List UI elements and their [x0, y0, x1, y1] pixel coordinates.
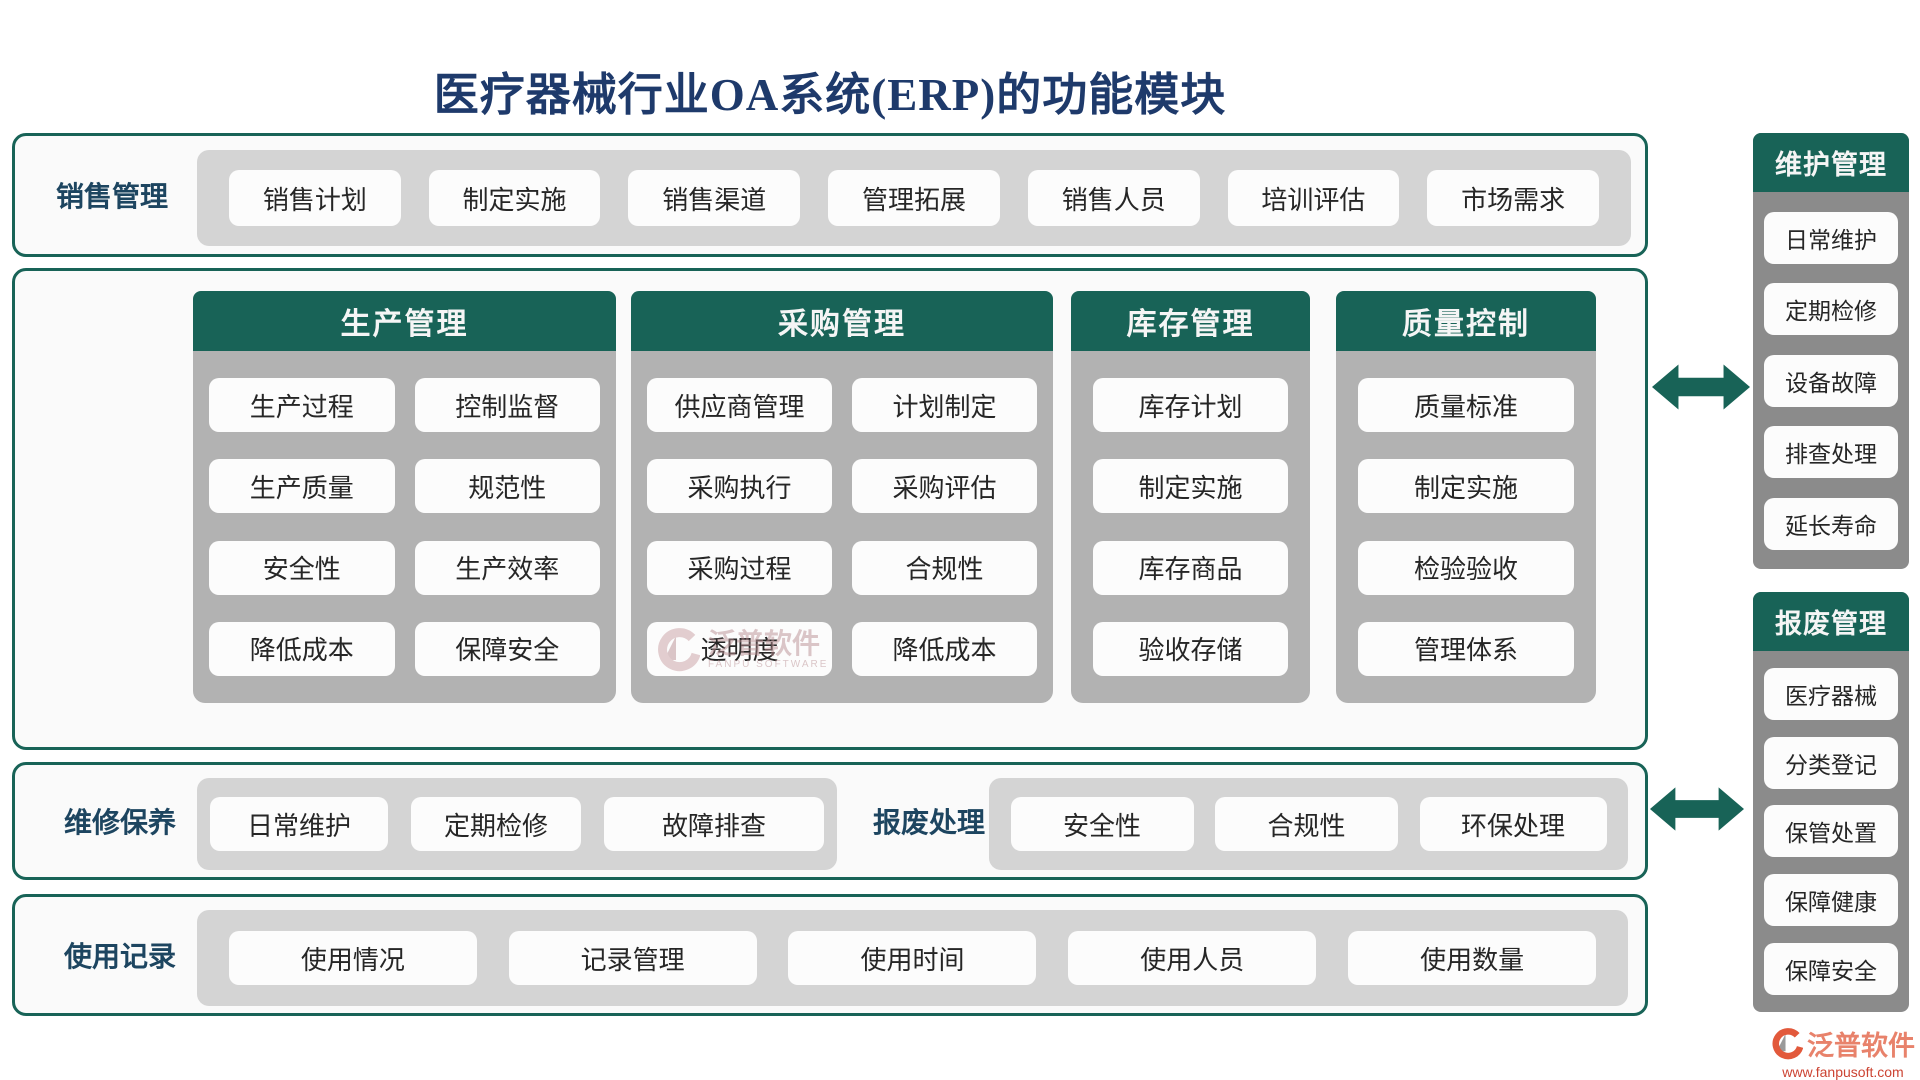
sidebar-scrap-panel: 报废管理 医疗器械 分类登记 保管处置 保障健康 保障安全: [1753, 592, 1909, 1012]
sidebar-maintenance-panel: 维护管理 日常维护 定期检修 设备故障 排查处理 延长寿命: [1753, 133, 1909, 569]
sales-item[interactable]: 销售人员: [1027, 170, 1200, 226]
sidebar-maintenance-items: 日常维护 定期检修 设备故障 排查处理 延长寿命: [1753, 192, 1909, 569]
sidebar-maintenance-item[interactable]: 排查处理: [1764, 426, 1898, 478]
scrap-item[interactable]: 安全性: [1010, 797, 1194, 851]
inventory-items: 库存计划 制定实施 库存商品 验收存储: [1071, 351, 1310, 703]
usage-section: 使用记录 使用情况 记录管理 使用时间 使用人员 使用数量: [12, 894, 1648, 1016]
quality-items: 质量标准 制定实施 检验验收 管理体系: [1336, 351, 1596, 703]
production-item[interactable]: 生产效率: [414, 540, 600, 595]
double-arrow-icon: [1652, 358, 1750, 416]
sales-item[interactable]: 市场需求: [1427, 170, 1599, 226]
double-arrow-icon: [1650, 782, 1744, 836]
maintenance-items-container: 日常维护 定期检修 故障排查: [197, 778, 837, 870]
sales-item[interactable]: 销售渠道: [628, 170, 801, 226]
sidebar-scrap-header: 报废管理: [1753, 592, 1909, 651]
sidebar-scrap-item[interactable]: 分类登记: [1764, 736, 1898, 789]
maintenance-item[interactable]: 日常维护: [210, 797, 388, 851]
page-title: 医疗器械行业OA系统(ERP)的功能模块: [433, 70, 1227, 120]
sidebar-maintenance-item[interactable]: 设备故障: [1764, 354, 1898, 407]
production-item[interactable]: 生产过程: [209, 378, 395, 433]
scrap-handling-label: 报废处理: [872, 808, 985, 839]
inventory-item[interactable]: 库存商品: [1093, 540, 1288, 595]
usage-item[interactable]: 使用时间: [788, 931, 1037, 985]
sidebar-scrap-item[interactable]: 医疗器械: [1764, 667, 1898, 720]
production-header: 生产管理: [193, 291, 616, 351]
vendor-logo: 泛普软件 www.fanpusoft.com: [1768, 1024, 1918, 1080]
sales-item[interactable]: 制定实施: [428, 170, 601, 226]
usage-item[interactable]: 使用情况: [228, 931, 477, 985]
usage-section-label: 使用记录: [63, 942, 176, 973]
procurement-column: 采购管理 供应商管理 计划制定 采购执行 采购评估 采购过程 合规性 透明度 降…: [631, 291, 1053, 703]
inventory-item[interactable]: 验收存储: [1093, 621, 1288, 676]
sidebar-maintenance-item[interactable]: 日常维护: [1764, 211, 1898, 264]
usage-items-container: 使用情况 记录管理 使用时间 使用人员 使用数量: [197, 910, 1628, 1006]
inventory-item[interactable]: 制定实施: [1093, 459, 1288, 514]
production-item[interactable]: 保障安全: [414, 621, 600, 676]
procurement-item[interactable]: 采购执行: [647, 459, 832, 514]
procurement-item[interactable]: 计划制定: [852, 378, 1037, 433]
production-item[interactable]: 规范性: [414, 459, 600, 514]
sidebar-scrap-item[interactable]: 保障健康: [1764, 874, 1898, 927]
sidebar-scrap-item[interactable]: 保障安全: [1764, 943, 1898, 996]
procurement-item[interactable]: 供应商管理: [647, 378, 832, 433]
procurement-item[interactable]: 采购过程: [647, 540, 832, 595]
sales-section: 销售管理 销售计划 制定实施 销售渠道 管理拓展 销售人员 培训评估 市场需求: [12, 133, 1648, 257]
procurement-item[interactable]: 合规性: [852, 540, 1037, 595]
sidebar-scrap-item[interactable]: 保管处置: [1764, 805, 1898, 858]
production-item[interactable]: 安全性: [209, 540, 395, 595]
sidebar-maintenance-item[interactable]: 延长寿命: [1764, 497, 1898, 550]
procurement-item[interactable]: 采购评估: [852, 459, 1037, 514]
procurement-header: 采购管理: [631, 291, 1053, 351]
sidebar-maintenance-item[interactable]: 定期检修: [1764, 283, 1898, 335]
sales-section-label: 销售管理: [55, 182, 168, 213]
vendor-name: 泛普软件: [1807, 1031, 1915, 1061]
maintenance-item[interactable]: 故障排查: [604, 797, 824, 851]
quality-item[interactable]: 制定实施: [1358, 459, 1574, 514]
production-column: 生产管理 生产过程 控制监督 生产质量 规范性 安全性 生产效率 降低成本 保障…: [193, 291, 616, 703]
maintenance-item[interactable]: 定期检修: [411, 797, 581, 851]
sidebar-scrap-items: 医疗器械 分类登记 保管处置 保障健康 保障安全: [1753, 651, 1909, 1012]
quality-item[interactable]: 检验验收: [1358, 540, 1574, 595]
inventory-column: 库存管理 库存计划 制定实施 库存商品 验收存储: [1071, 291, 1310, 703]
scrap-item[interactable]: 合规性: [1215, 797, 1398, 851]
procurement-item[interactable]: 透明度: [647, 621, 832, 676]
production-item[interactable]: 生产质量: [209, 459, 395, 514]
sidebar-maintenance-header: 维护管理: [1753, 133, 1909, 192]
inventory-header: 库存管理: [1071, 291, 1310, 351]
usage-item[interactable]: 使用人员: [1068, 931, 1317, 985]
maintenance-section: 维修保养 日常维护 定期检修 故障排查 报废处理 安全性 合规性 环保处理: [12, 762, 1648, 880]
fanpu-logo-icon: [1772, 1027, 1803, 1059]
quality-column: 质量控制 质量标准 制定实施 检验验收 管理体系: [1336, 291, 1596, 703]
vendor-url: www.fanpusoft.com: [1782, 1064, 1904, 1080]
inventory-item[interactable]: 库存计划: [1093, 378, 1288, 433]
scrap-item[interactable]: 环保处理: [1419, 797, 1607, 851]
usage-item[interactable]: 记录管理: [508, 931, 757, 985]
sales-item[interactable]: 管理拓展: [828, 170, 1000, 226]
production-item[interactable]: 降低成本: [209, 621, 395, 676]
sales-item[interactable]: 销售计划: [229, 170, 401, 226]
production-item[interactable]: 控制监督: [414, 378, 600, 433]
production-items: 生产过程 控制监督 生产质量 规范性 安全性 生产效率 降低成本 保障安全: [193, 351, 616, 703]
scrap-items-container: 安全性 合规性 环保处理: [989, 778, 1628, 870]
procurement-items: 供应商管理 计划制定 采购执行 采购评估 采购过程 合规性 透明度 降低成本: [631, 351, 1053, 703]
sales-item[interactable]: 培训评估: [1227, 170, 1400, 226]
quality-header: 质量控制: [1336, 291, 1596, 351]
core-modules-section: 生产管理 生产过程 控制监督 生产质量 规范性 安全性 生产效率 降低成本 保障…: [12, 268, 1648, 750]
usage-item[interactable]: 使用数量: [1348, 931, 1597, 985]
quality-item[interactable]: 管理体系: [1358, 621, 1574, 676]
maintenance-section-label: 维修保养: [63, 808, 176, 839]
procurement-item[interactable]: 降低成本: [852, 621, 1037, 676]
quality-item[interactable]: 质量标准: [1358, 378, 1574, 433]
sales-items-container: 销售计划 制定实施 销售渠道 管理拓展 销售人员 培训评估 市场需求: [197, 150, 1631, 246]
